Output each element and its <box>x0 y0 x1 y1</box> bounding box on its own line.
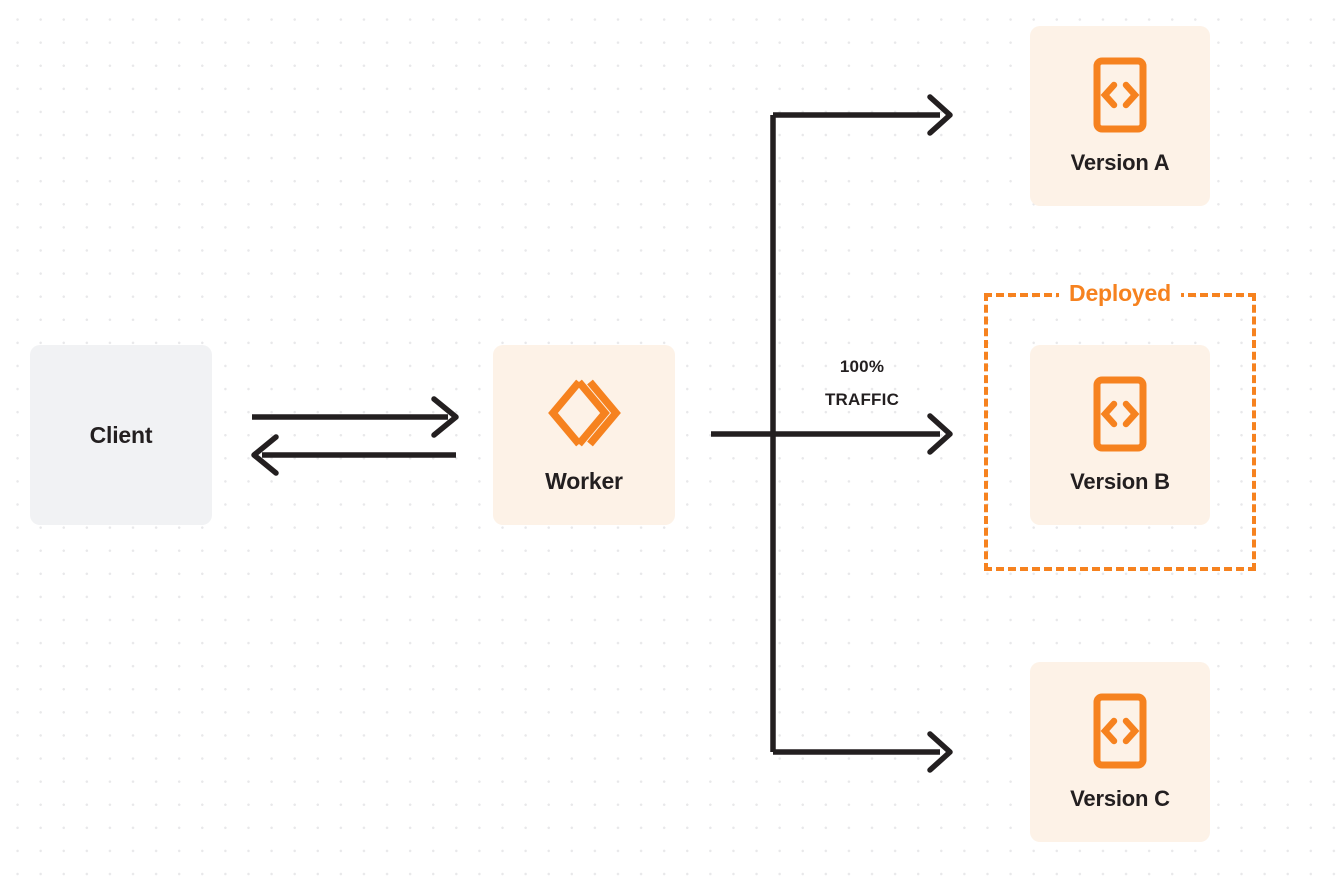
node-version-c-label: Version C <box>1070 786 1170 811</box>
node-version-a-label: Version A <box>1070 150 1170 175</box>
code-file-icon <box>1091 56 1149 134</box>
workers-logo-icon <box>545 376 623 450</box>
node-version-a[interactable]: Version A <box>1030 26 1210 206</box>
node-worker-label: Worker <box>545 467 623 494</box>
node-client[interactable]: Client <box>30 345 212 525</box>
node-version-b[interactable]: Version B <box>1030 345 1210 525</box>
edge-client-to-worker <box>252 396 459 438</box>
traffic-label: 100% TRAFFIC <box>800 350 924 416</box>
code-file-icon <box>1091 692 1149 770</box>
code-file-icon <box>1091 375 1149 453</box>
node-client-label: Client <box>89 421 153 448</box>
deployed-group-label: Deployed <box>1059 278 1181 308</box>
edge-to-version-a <box>773 94 953 136</box>
edge-to-version-c <box>773 731 953 773</box>
node-version-c[interactable]: Version C <box>1030 662 1210 842</box>
traffic-percent: 100% <box>839 357 885 376</box>
node-version-b-label: Version B <box>1070 469 1170 494</box>
edge-to-version-b <box>927 413 953 455</box>
node-worker[interactable]: Worker <box>493 345 675 525</box>
traffic-word: TRAFFIC <box>824 390 900 409</box>
edge-worker-to-client <box>251 434 456 476</box>
deployed-group-border: Deployed <box>984 278 1256 571</box>
